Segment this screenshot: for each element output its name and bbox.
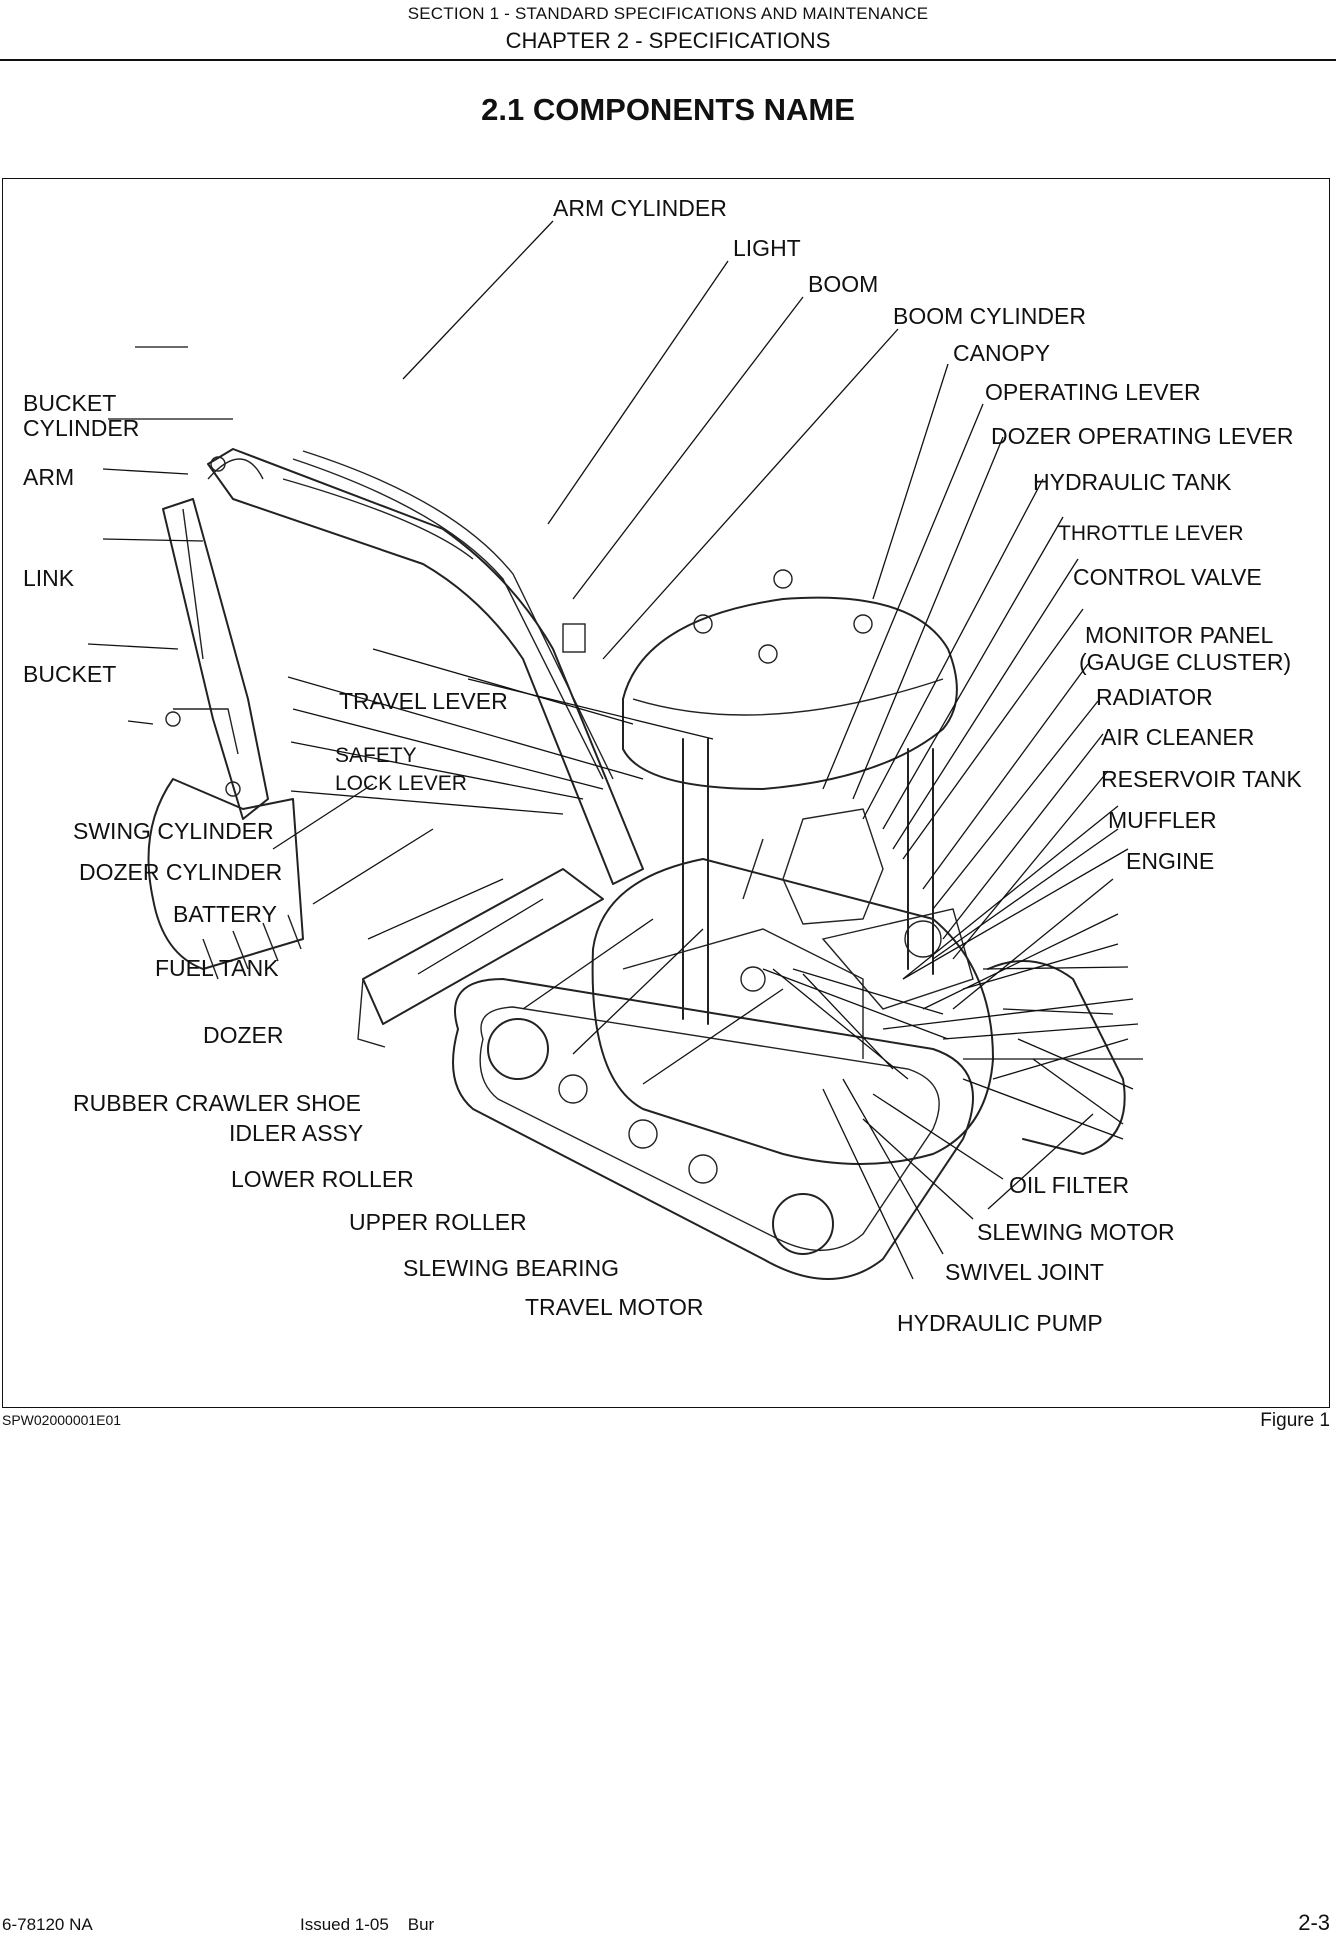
label-travel-motor: TRAVEL MOTOR	[525, 1294, 704, 1320]
label-rubber-crawler-shoe: RUBBER CRAWLER SHOE	[73, 1090, 361, 1116]
label-slewing-motor: SLEWING MOTOR	[977, 1219, 1175, 1245]
figure-code: SPW02000001E01	[2, 1412, 122, 1428]
label-canopy: CANOPY	[953, 340, 1050, 366]
figure-frame: ARM CYLINDER LIGHT BOOM BOOM CYLINDER CA…	[2, 178, 1330, 1408]
label-boom: BOOM	[808, 271, 878, 297]
footer-issue: Issued 1-05 Bur	[300, 1915, 435, 1934]
label-air-cleaner: AIR CLEANER	[1101, 724, 1254, 750]
label-hydraulic-pump: HYDRAULIC PUMP	[897, 1310, 1103, 1336]
leader-lines	[87, 220, 1143, 1280]
label-radiator: RADIATOR	[1096, 684, 1213, 710]
excavator-illustration	[147, 448, 1126, 1280]
page-title: 2.1 COMPONENTS NAME	[481, 92, 855, 127]
label-hydraulic-tank: HYDRAULIC TANK	[1033, 469, 1232, 495]
label-upper-roller: UPPER ROLLER	[349, 1209, 527, 1235]
header-rule	[0, 59, 1336, 61]
section-header: SECTION 1 - STANDARD SPECIFICATIONS AND …	[407, 4, 929, 23]
label-arm: ARM	[23, 464, 74, 490]
label-muffler: MUFFLER	[1108, 807, 1217, 833]
label-dozer-cylinder: DOZER CYLINDER	[79, 859, 282, 885]
label-throttle-lever: THROTTLE LEVER	[1058, 522, 1244, 545]
label-safety: SAFETY	[335, 744, 417, 767]
label-bucket-cylinder: BUCKET	[23, 390, 116, 416]
excavator-diagram: ARM CYLINDER LIGHT BOOM BOOM CYLINDER CA…	[23, 195, 1302, 1336]
label-boom-cylinder: BOOM CYLINDER	[893, 303, 1086, 329]
label-dozer: DOZER	[203, 1022, 284, 1048]
footer-doc-number: 6-78120 NA	[2, 1915, 93, 1934]
label-oil-filter: OIL FILTER	[1009, 1172, 1129, 1198]
label-idler-assy: IDLER ASSY	[229, 1120, 363, 1146]
label-operating-lever: OPERATING LEVER	[985, 379, 1201, 405]
label-dozer-operating-lever: DOZER OPERATING LEVER	[991, 423, 1293, 449]
component-labels: ARM CYLINDER LIGHT BOOM BOOM CYLINDER CA…	[23, 195, 1302, 1336]
label-fuel-tank: FUEL TANK	[155, 955, 279, 981]
label-gauge-cluster: (GAUGE CLUSTER)	[1079, 649, 1291, 675]
label-arm-cylinder: ARM CYLINDER	[553, 195, 727, 221]
chapter-header: CHAPTER 2 - SPECIFICATIONS	[505, 28, 831, 53]
label-bucket: BUCKET	[23, 661, 116, 687]
label-engine: ENGINE	[1126, 848, 1214, 874]
figure-caption: Figure 1	[1260, 1410, 1330, 1431]
label-monitor-panel: MONITOR PANEL	[1085, 622, 1273, 648]
label-control-valve: CONTROL VALVE	[1073, 564, 1262, 590]
label-lock-lever: LOCK LEVER	[335, 772, 467, 795]
label-travel-lever: TRAVEL LEVER	[339, 688, 508, 714]
label-reservoir-tank: RESERVOIR TANK	[1101, 766, 1302, 792]
label-link: LINK	[23, 565, 75, 591]
label-lower-roller: LOWER ROLLER	[231, 1166, 414, 1192]
label-slewing-bearing: SLEWING BEARING	[403, 1255, 619, 1281]
label-swing-cylinder: SWING CYLINDER	[73, 818, 274, 844]
label-light: LIGHT	[733, 235, 801, 261]
label-swivel-joint: SWIVEL JOINT	[945, 1259, 1104, 1285]
label-battery: BATTERY	[173, 901, 277, 927]
footer-page-number: 2-3	[1298, 1910, 1330, 1935]
label-bucket-cylinder-2: CYLINDER	[23, 415, 139, 441]
